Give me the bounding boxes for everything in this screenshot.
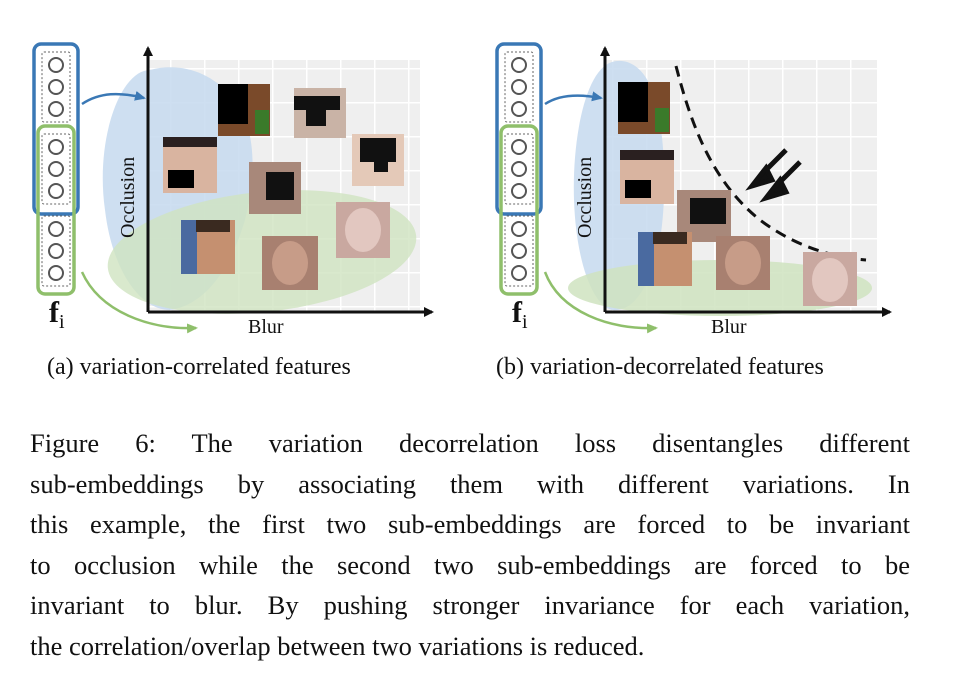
face-photo-icon: [218, 84, 270, 136]
face-photo-icon: [262, 236, 318, 290]
face-photo-icon: [716, 236, 770, 290]
occlusion-mapping-arrow: [81, 90, 146, 106]
figure-caption: Figure 6: The variation decorrelation lo…: [30, 423, 910, 666]
face-photo-icon: [163, 137, 217, 193]
figure-6: Occlusion Blur: [32, 42, 892, 338]
occlusion-mapping-arrow: [544, 91, 603, 106]
feature-column-occlusion-group: [495, 42, 543, 216]
face-photo-icon: [620, 150, 674, 204]
caption-line: Figure 6: The variation decorrelation lo…: [30, 428, 910, 458]
circle-node-icon: [48, 57, 64, 281]
caption-line: invariant to blur. By pushing stronger i…: [30, 590, 910, 620]
feature-column-blur-group: [36, 124, 76, 296]
panel-b: Occlusion Blur: [495, 42, 892, 338]
blur-mapping-arrow: [80, 271, 198, 334]
face-photo-icon: [294, 88, 346, 138]
feature-column-occlusion-group: [32, 42, 80, 216]
panel-a: Occlusion Blur: [32, 42, 434, 338]
double-arrow-icon: [745, 148, 802, 203]
y-axis-label: Occlusion: [117, 157, 139, 238]
caption-line: this example, the first two sub-embeddin…: [30, 509, 910, 539]
caption-line: the correlation/overlap between two vari…: [30, 630, 645, 661]
sub-caption-b: (b) variation-decorrelated features: [496, 354, 824, 380]
face-photo-icon: [352, 134, 404, 186]
circle-node-icon: [511, 57, 527, 281]
feature-label: fi: [49, 296, 65, 333]
face-photo-icon: [638, 232, 692, 286]
face-photo-icon: [336, 202, 390, 258]
face-photo-icon: [249, 162, 301, 214]
face-photo-icon: [181, 220, 235, 274]
feature-column-blur-group: [499, 124, 539, 296]
y-axis-label: Occlusion: [574, 157, 596, 238]
x-axis-label: Blur: [711, 316, 747, 338]
sub-caption-a: (a) variation-correlated features: [47, 354, 351, 380]
face-photo-icon: [803, 252, 857, 306]
blur-mapping-arrow: [543, 271, 658, 334]
caption-line: sub-embeddings by associating them with …: [30, 468, 910, 499]
x-axis-label: Blur: [248, 316, 284, 338]
caption-line: to occlusion while the second two sub-em…: [30, 549, 910, 580]
face-photo-icon: [618, 82, 670, 134]
feature-label: fi: [512, 296, 528, 333]
